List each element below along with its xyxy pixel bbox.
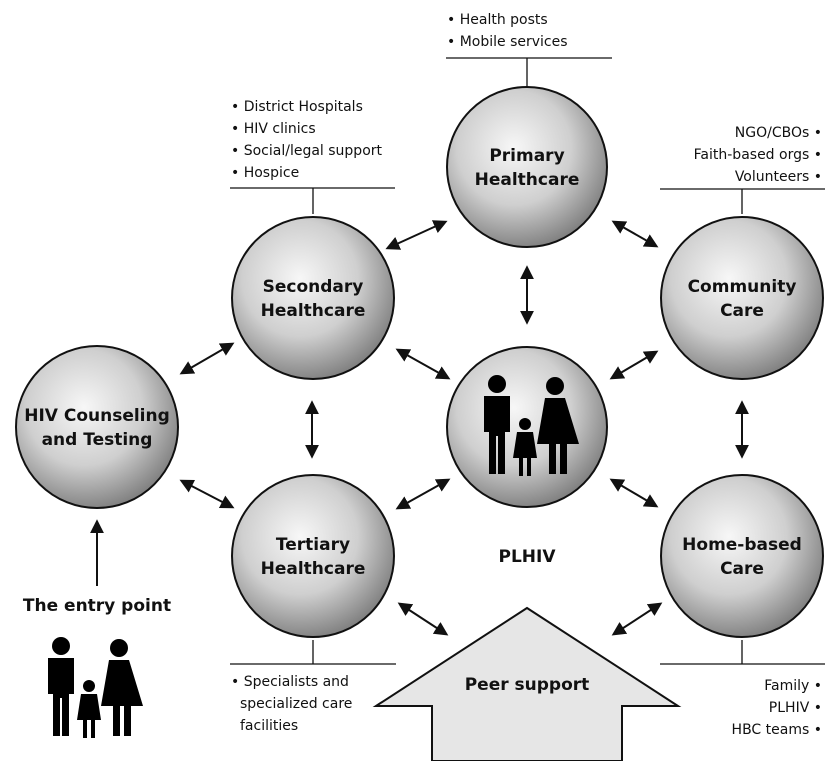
node-tertiary: Tertiary Healthcare bbox=[231, 474, 395, 638]
note-homebased-2: PLHIV • bbox=[769, 700, 822, 716]
arrow-secondary-primary bbox=[385, 220, 448, 250]
note-community-3: Volunteers • bbox=[735, 169, 822, 185]
arrow-secondary-plhiv bbox=[395, 348, 451, 380]
community-line2: Care bbox=[720, 301, 764, 321]
node-plhiv: PLHIV bbox=[446, 346, 608, 567]
arrow-homebased-peer bbox=[611, 602, 663, 636]
node-secondary: Secondary Healthcare bbox=[231, 216, 395, 380]
note-primary-1: • Health posts bbox=[447, 12, 548, 28]
peer-support-arrow bbox=[372, 606, 682, 761]
arrow-plhiv-tertiary bbox=[395, 478, 451, 510]
arrow-hct-secondary bbox=[179, 342, 235, 375]
notes-primary: • Health posts • Mobile services bbox=[447, 12, 568, 50]
note-community-1: NGO/CBOs • bbox=[735, 125, 822, 141]
secondary-line2: Healthcare bbox=[261, 301, 366, 321]
hct-line2: and Testing bbox=[42, 430, 153, 450]
note-primary-2: • Mobile services bbox=[447, 34, 568, 50]
homebased-line2: Care bbox=[720, 559, 764, 579]
connector-arrows bbox=[90, 220, 749, 636]
note-secondary-4: • Hospice bbox=[231, 165, 299, 181]
primary-line1: Primary bbox=[489, 146, 564, 166]
entry-family-icon bbox=[48, 637, 143, 738]
hct-line1: HIV Counseling bbox=[24, 406, 170, 426]
note-secondary-1: • District Hospitals bbox=[231, 99, 363, 115]
plhiv-label: PLHIV bbox=[498, 547, 556, 567]
tertiary-line2: Healthcare bbox=[261, 559, 366, 579]
note-secondary-3: • Social/legal support bbox=[231, 143, 383, 159]
note-homebased-1: Family • bbox=[764, 678, 822, 694]
tertiary-line1: Tertiary bbox=[276, 535, 350, 555]
notes-homebased: Family • PLHIV • HBC teams • bbox=[732, 678, 822, 738]
arrow-tertiary-peer bbox=[397, 602, 449, 636]
note-homebased-3: HBC teams • bbox=[732, 722, 822, 738]
node-homebased: Home-based Care bbox=[660, 474, 824, 638]
primary-line2: Healthcare bbox=[475, 170, 580, 190]
note-community-2: Faith-based orgs • bbox=[694, 147, 822, 163]
secondary-line1: Secondary bbox=[263, 277, 364, 297]
peer-support-label: Peer support bbox=[465, 675, 590, 695]
note-tertiary-1: • Specialists and bbox=[231, 674, 349, 690]
homebased-line1: Home-based bbox=[682, 535, 802, 555]
node-hct: HIV Counseling and Testing bbox=[15, 345, 179, 509]
arrow-primary-community bbox=[611, 220, 659, 248]
note-tertiary-2: specialized care bbox=[240, 696, 352, 712]
note-tertiary-3: facilities bbox=[240, 718, 298, 734]
arrow-plhiv-homebased bbox=[609, 478, 659, 508]
node-community: Community Care bbox=[660, 216, 824, 380]
arrow-hct-tertiary bbox=[179, 479, 235, 509]
note-secondary-2: • HIV clinics bbox=[231, 121, 316, 137]
community-line1: Community bbox=[688, 277, 797, 297]
entry-point-label: The entry point bbox=[23, 596, 171, 616]
notes-community: NGO/CBOs • Faith-based orgs • Volunteers… bbox=[694, 125, 822, 185]
notes-secondary: • District Hospitals • HIV clinics • Soc… bbox=[231, 99, 383, 181]
notes-tertiary: • Specialists and specialized care facil… bbox=[231, 674, 352, 734]
node-primary: Primary Healthcare bbox=[446, 86, 608, 248]
arrow-community-plhiv bbox=[609, 350, 659, 380]
note-brackets bbox=[230, 57, 825, 665]
